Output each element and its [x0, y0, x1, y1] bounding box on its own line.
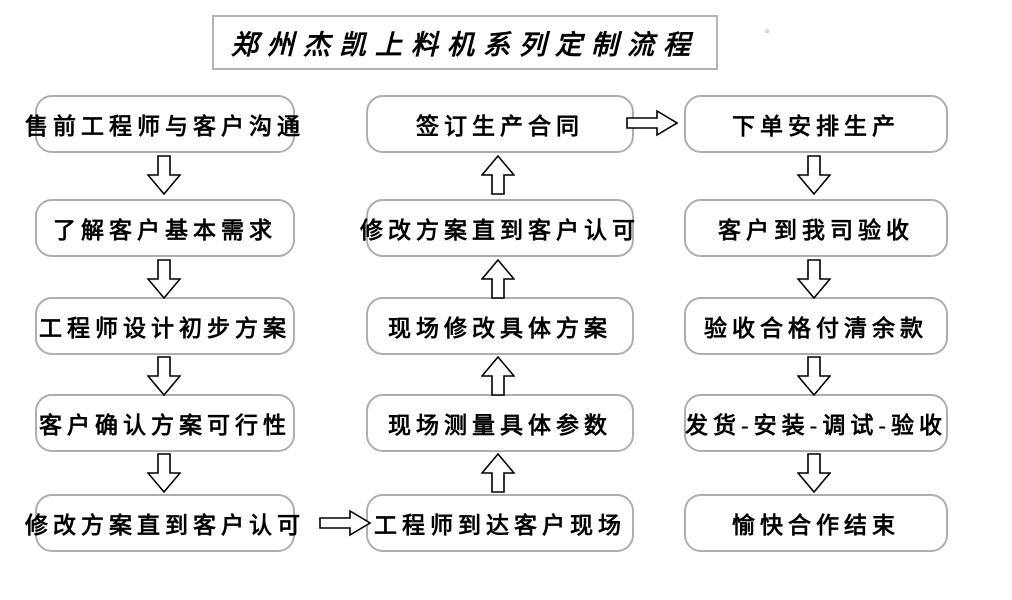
flow-node-label: 现场测量具体参数 [388, 413, 612, 438]
flow-node-revise-until-approved-middle: 修改方案直到客户认可 [360, 199, 635, 257]
stray-dot [765, 29, 769, 33]
flow-node-customer-acceptance: 客户到我司验收 [684, 199, 948, 257]
flow-node-happy-cooperation-end: 愉快合作结束 [684, 494, 948, 552]
flow-node-label: 修改方案直到客户认可 [25, 513, 305, 538]
flow-node-label: 工程师到达客户现场 [374, 513, 626, 538]
flow-node-label: 签订生产合同 [416, 114, 584, 139]
right-arrow-icon [319, 509, 371, 537]
up-arrow-icon [481, 259, 515, 299]
flow-node-place-order: 下单安排生产 [684, 95, 948, 153]
flow-node-label: 下单安排生产 [732, 114, 900, 139]
flow-node-label: 客户确认方案可行性 [39, 413, 291, 438]
flow-node-ship-install-debug-accept: 发货-安装-调试-验收 [684, 394, 948, 452]
flow-node-revise-until-approved-left: 修改方案直到客户认可 [25, 494, 300, 552]
flow-node-engineer-arrives-site: 工程师到达客户现场 [366, 494, 634, 552]
flow-node-label: 了解客户基本需求 [53, 218, 277, 243]
flow-node-label: 验收合格付清余款 [704, 316, 928, 341]
up-arrow-icon [481, 155, 515, 195]
flow-node-label: 现场修改具体方案 [388, 316, 612, 341]
down-arrow-icon [147, 155, 181, 195]
down-arrow-icon [797, 356, 831, 396]
flow-node-understand-needs: 了解客户基本需求 [35, 199, 295, 257]
down-arrow-icon [797, 453, 831, 493]
flow-node-label: 愉快合作结束 [732, 513, 900, 538]
up-arrow-icon [481, 356, 515, 396]
flow-node-onsite-measure-params: 现场测量具体参数 [366, 394, 634, 452]
flow-node-label: 修改方案直到客户认可 [360, 218, 640, 243]
flow-node-label: 客户到我司验收 [718, 218, 914, 243]
flow-node-label: 售前工程师与客户沟通 [25, 114, 305, 139]
flow-node-initial-design: 工程师设计初步方案 [35, 297, 295, 355]
down-arrow-icon [147, 356, 181, 396]
flow-node-onsite-revise-plan: 现场修改具体方案 [366, 297, 634, 355]
up-arrow-icon [481, 453, 515, 493]
flow-node-confirm-feasibility: 客户确认方案可行性 [35, 394, 295, 452]
title-box: 郑州杰凯上料机系列定制流程 [212, 15, 718, 70]
flow-node-pay-balance: 验收合格付清余款 [684, 297, 948, 355]
right-arrow-icon [626, 109, 678, 137]
down-arrow-icon [797, 259, 831, 299]
down-arrow-icon [797, 155, 831, 195]
flow-node-label: 工程师设计初步方案 [39, 316, 291, 341]
down-arrow-icon [147, 453, 181, 493]
flow-node-presale-communication: 售前工程师与客户沟通 [25, 95, 300, 153]
down-arrow-icon [147, 259, 181, 299]
flow-node-sign-contract: 签订生产合同 [366, 95, 634, 153]
flow-node-label: 发货-安装-调试-验收 [685, 413, 947, 438]
page-title: 郑州杰凯上料机系列定制流程 [231, 30, 699, 60]
